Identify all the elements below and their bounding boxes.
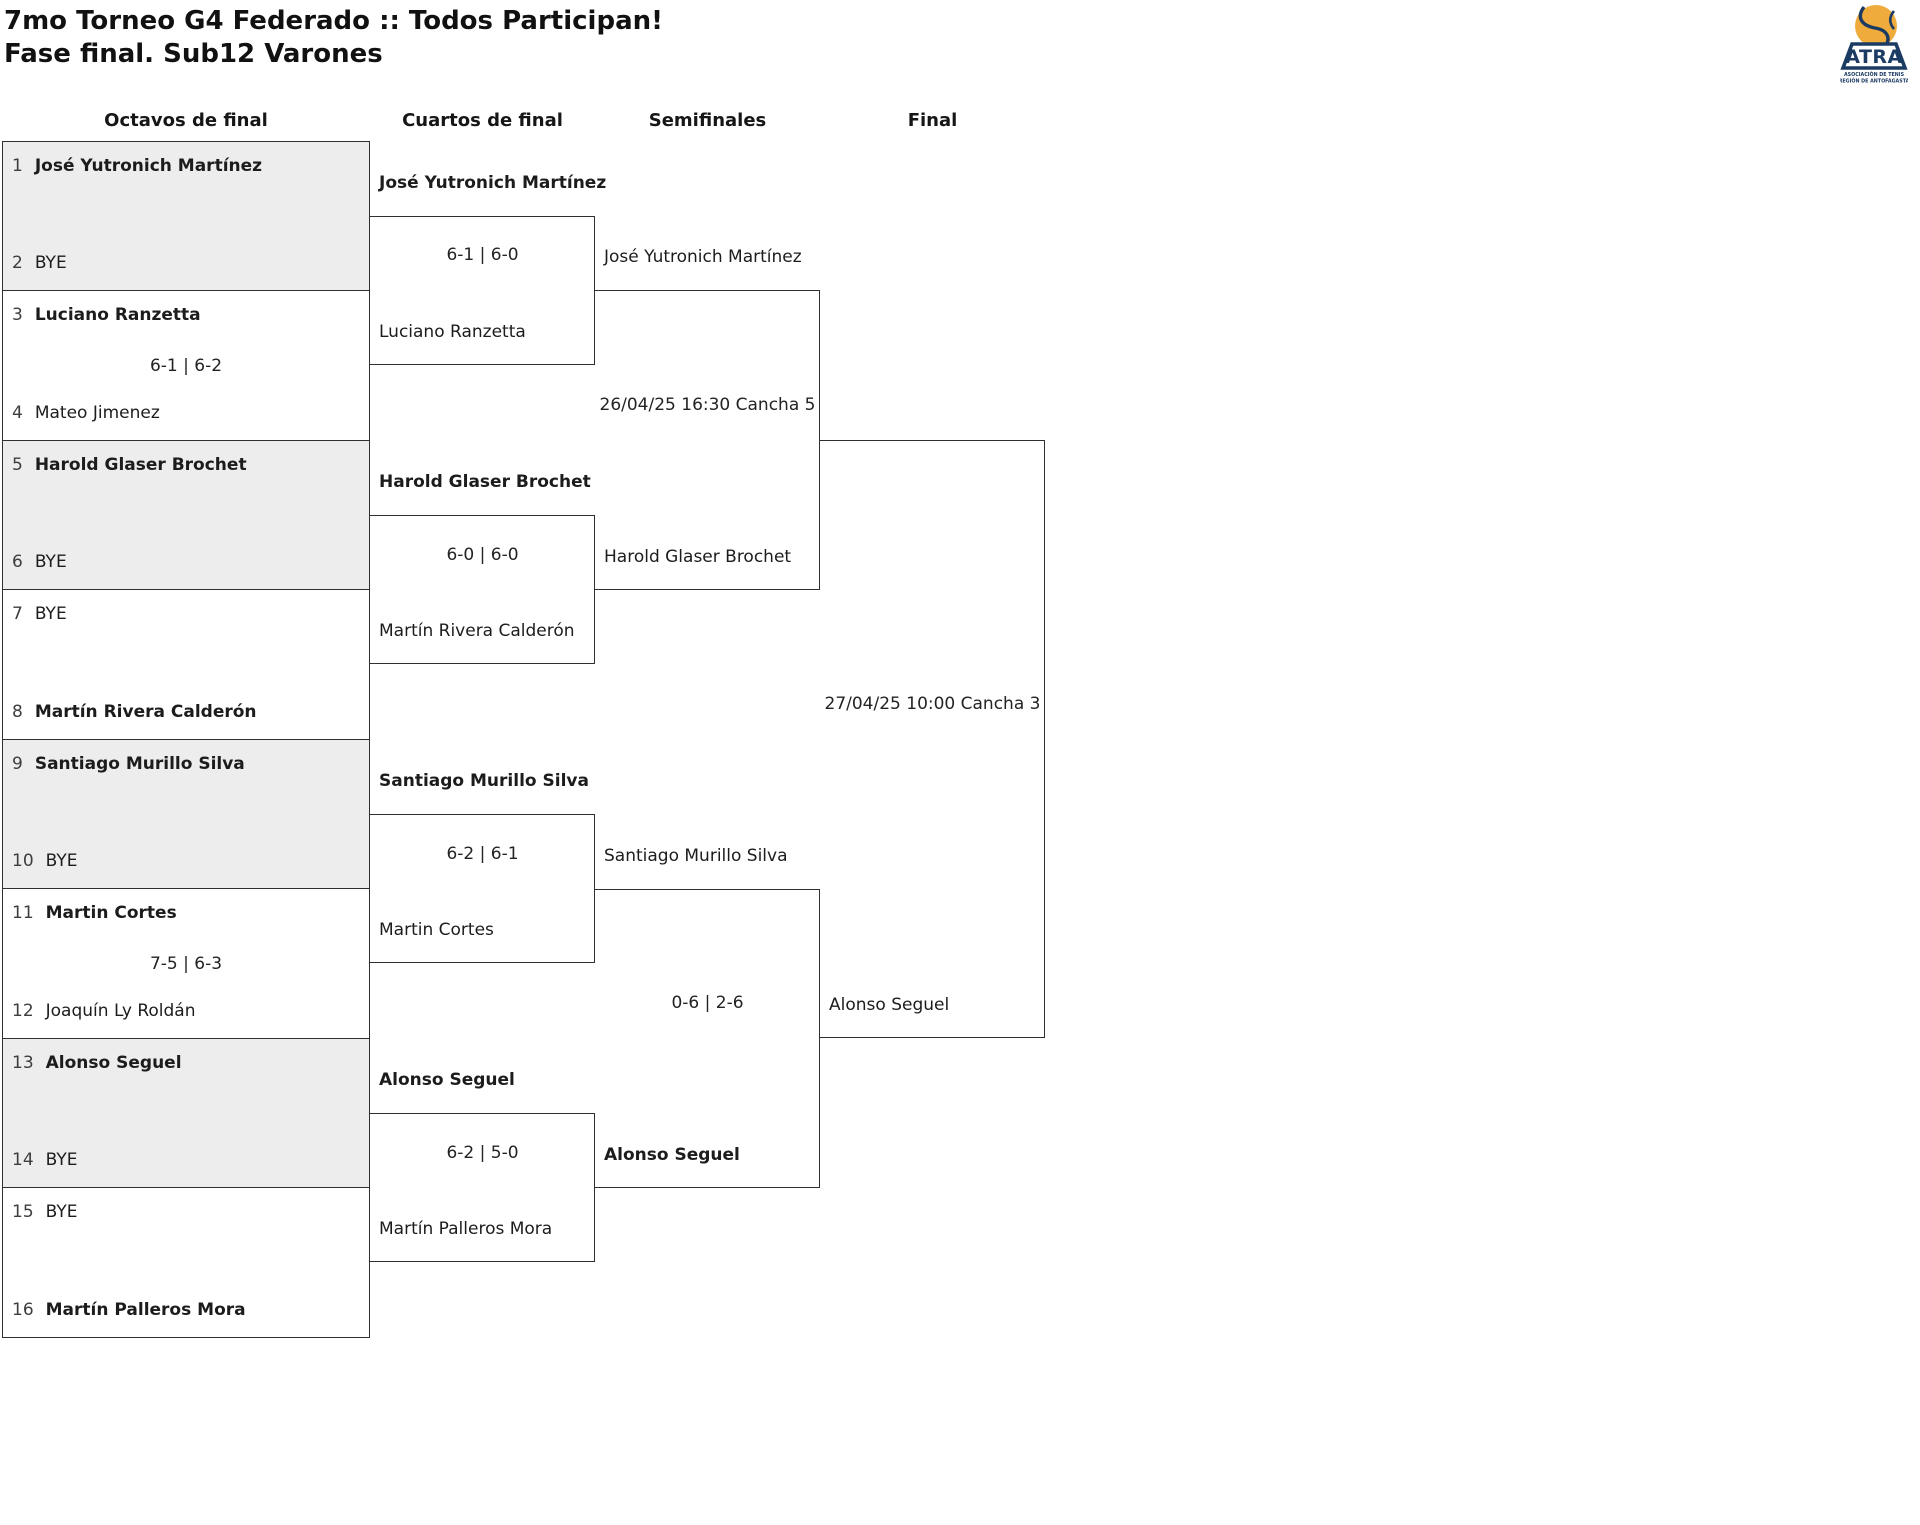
- draw-subtitle: Fase final. Sub12 Varones: [4, 39, 383, 69]
- cuartos-player-name: Luciano Ranzetta: [379, 322, 526, 342]
- cuartos-player-name: Harold Glaser Brochet: [379, 472, 591, 492]
- octavos-match-5: 9 Santiago Murillo Silva 10 BYE: [2, 739, 370, 889]
- player-name: BYE: [34, 604, 67, 624]
- player-row: 2 BYE: [12, 253, 365, 274]
- player-seed: 3: [12, 305, 23, 325]
- round-header-semifinales: Semifinales: [648, 110, 767, 131]
- round-header-octavos: Octavos de final: [104, 110, 268, 131]
- semifinal-1-connector: [595, 290, 820, 590]
- logo-caption-1: ASOCIACIÓN DE TENIS: [1844, 71, 1905, 78]
- cuartos-match-4-connector: [370, 1113, 595, 1262]
- player-row: 11 Martin Cortes: [12, 903, 365, 924]
- player-row: 10 BYE: [12, 851, 365, 872]
- cuartos-match-2-connector: [370, 515, 595, 664]
- match-schedule: 26/04/25 16:30 Cancha 5: [599, 395, 816, 415]
- player-name: José Yutronich Martínez: [34, 156, 263, 176]
- player-name: Martin Cortes: [45, 903, 177, 923]
- match-score: 6-1 | 6-0: [446, 245, 519, 265]
- player-seed: 9: [12, 754, 23, 774]
- tennis-ball-seam-2: [1888, 10, 1896, 30]
- player-row: 9 Santiago Murillo Silva: [12, 754, 365, 775]
- octavos-match-8: 15 BYE 16 Martín Palleros Mora: [2, 1187, 370, 1338]
- cuartos-match-3-connector: [370, 814, 595, 963]
- player-row: 13 Alonso Seguel: [12, 1053, 365, 1074]
- semifinal-player-name: José Yutronich Martínez: [604, 247, 802, 267]
- match-score: 6-2 | 6-1: [446, 844, 519, 864]
- semifinal-player-name: Santiago Murillo Silva: [604, 846, 788, 866]
- player-seed: 13: [12, 1053, 34, 1073]
- player-seed: 16: [12, 1300, 34, 1320]
- player-row: 6 BYE: [12, 552, 365, 573]
- player-row: 15 BYE: [12, 1202, 365, 1223]
- match-score: 6-2 | 5-0: [446, 1143, 519, 1163]
- player-seed: 14: [12, 1150, 34, 1170]
- player-name: Luciano Ranzetta: [34, 305, 201, 325]
- player-name: Martín Palleros Mora: [45, 1300, 246, 1320]
- player-seed: 15: [12, 1202, 34, 1222]
- logo-caption-2: REGIÓN DE ANTOFAGASTA: [1840, 78, 1908, 85]
- match-score: 7-5 | 6-3: [149, 953, 223, 974]
- match-schedule: 27/04/25 10:00 Cancha 3: [824, 694, 1041, 714]
- player-name: BYE: [34, 253, 67, 273]
- octavos-match-6: 11 Martin Cortes 7-5 | 6-3 12 Joaquín Ly…: [2, 888, 370, 1039]
- player-seed: 2: [12, 253, 23, 273]
- match-score: 6-1 | 6-2: [149, 355, 223, 376]
- player-row: 12 Joaquín Ly Roldán: [12, 1001, 365, 1022]
- final-connector: [820, 440, 1045, 1038]
- player-name: BYE: [45, 1202, 78, 1222]
- player-seed: 1: [12, 156, 23, 176]
- player-name: Martín Rivera Calderón: [34, 702, 257, 722]
- player-name: Mateo Jimenez: [34, 403, 160, 423]
- player-row: 3 Luciano Ranzetta: [12, 305, 365, 326]
- cuartos-player-name: Martín Palleros Mora: [379, 1219, 553, 1239]
- finalist-player-name: Alonso Seguel: [829, 995, 950, 1015]
- player-row: 5 Harold Glaser Brochet: [12, 455, 365, 476]
- player-seed: 11: [12, 903, 34, 923]
- player-name: BYE: [45, 1150, 78, 1170]
- player-row: 16 Martín Palleros Mora: [12, 1300, 365, 1321]
- cuartos-player-name: Alonso Seguel: [379, 1070, 515, 1090]
- octavos-match-7: 13 Alonso Seguel 14 BYE: [2, 1038, 370, 1188]
- player-row: 1 José Yutronich Martínez: [12, 156, 365, 177]
- player-row: 8 Martín Rivera Calderón: [12, 702, 365, 723]
- player-seed: 4: [12, 403, 23, 423]
- match-score: 0-6 | 2-6: [671, 993, 744, 1013]
- octavos-match-3: 5 Harold Glaser Brochet 6 BYE: [2, 440, 370, 590]
- semifinal-player-name: Harold Glaser Brochet: [604, 547, 792, 567]
- player-seed: 8: [12, 702, 23, 722]
- player-row: 7 BYE: [12, 604, 365, 625]
- round-header-final: Final: [907, 110, 958, 131]
- tournament-title: 7mo Torneo G4 Federado :: Todos Particip…: [4, 6, 663, 36]
- player-seed: 5: [12, 455, 23, 475]
- player-seed: 6: [12, 552, 23, 572]
- player-seed: 10: [12, 851, 34, 871]
- semifinal-2-connector: [595, 889, 820, 1188]
- octavos-match-4: 7 BYE 8 Martín Rivera Calderón: [2, 589, 370, 740]
- cuartos-player-name: Santiago Murillo Silva: [379, 771, 589, 791]
- player-seed: 12: [12, 1001, 34, 1021]
- match-score: 6-0 | 6-0: [446, 545, 519, 565]
- cuartos-player-name: José Yutronich Martínez: [379, 173, 607, 193]
- octavos-match-2: 3 Luciano Ranzetta 6-1 | 6-2 4 Mateo Jim…: [2, 290, 370, 441]
- round-header-cuartos: Cuartos de final: [402, 110, 563, 131]
- cuartos-player-name: Martín Rivera Calderón: [379, 621, 575, 641]
- cuartos-match-1-connector: [370, 216, 595, 365]
- octavos-match-1: 1 José Yutronich Martínez 2 BYE: [2, 141, 370, 291]
- logo-banner: [1840, 42, 1908, 70]
- semifinal-player-name: Alonso Seguel: [604, 1145, 740, 1165]
- player-name: BYE: [34, 552, 67, 572]
- player-name: Alonso Seguel: [45, 1053, 182, 1073]
- player-row: 4 Mateo Jimenez: [12, 403, 365, 424]
- player-name: Santiago Murillo Silva: [34, 754, 245, 774]
- player-name: Harold Glaser Brochet: [34, 455, 247, 475]
- player-seed: 7: [12, 604, 23, 624]
- player-name: BYE: [45, 851, 78, 871]
- tennis-ball-seam: [1858, 5, 1890, 48]
- logo-acronym: ATRA: [1845, 46, 1903, 68]
- cuartos-player-name: Martin Cortes: [379, 920, 494, 940]
- atra-logo: ATRA ASOCIACIÓN DE TENIS REGIÓN DE ANTOF…: [1840, 5, 1908, 85]
- player-name: Joaquín Ly Roldán: [45, 1001, 196, 1021]
- player-row: 14 BYE: [12, 1150, 365, 1171]
